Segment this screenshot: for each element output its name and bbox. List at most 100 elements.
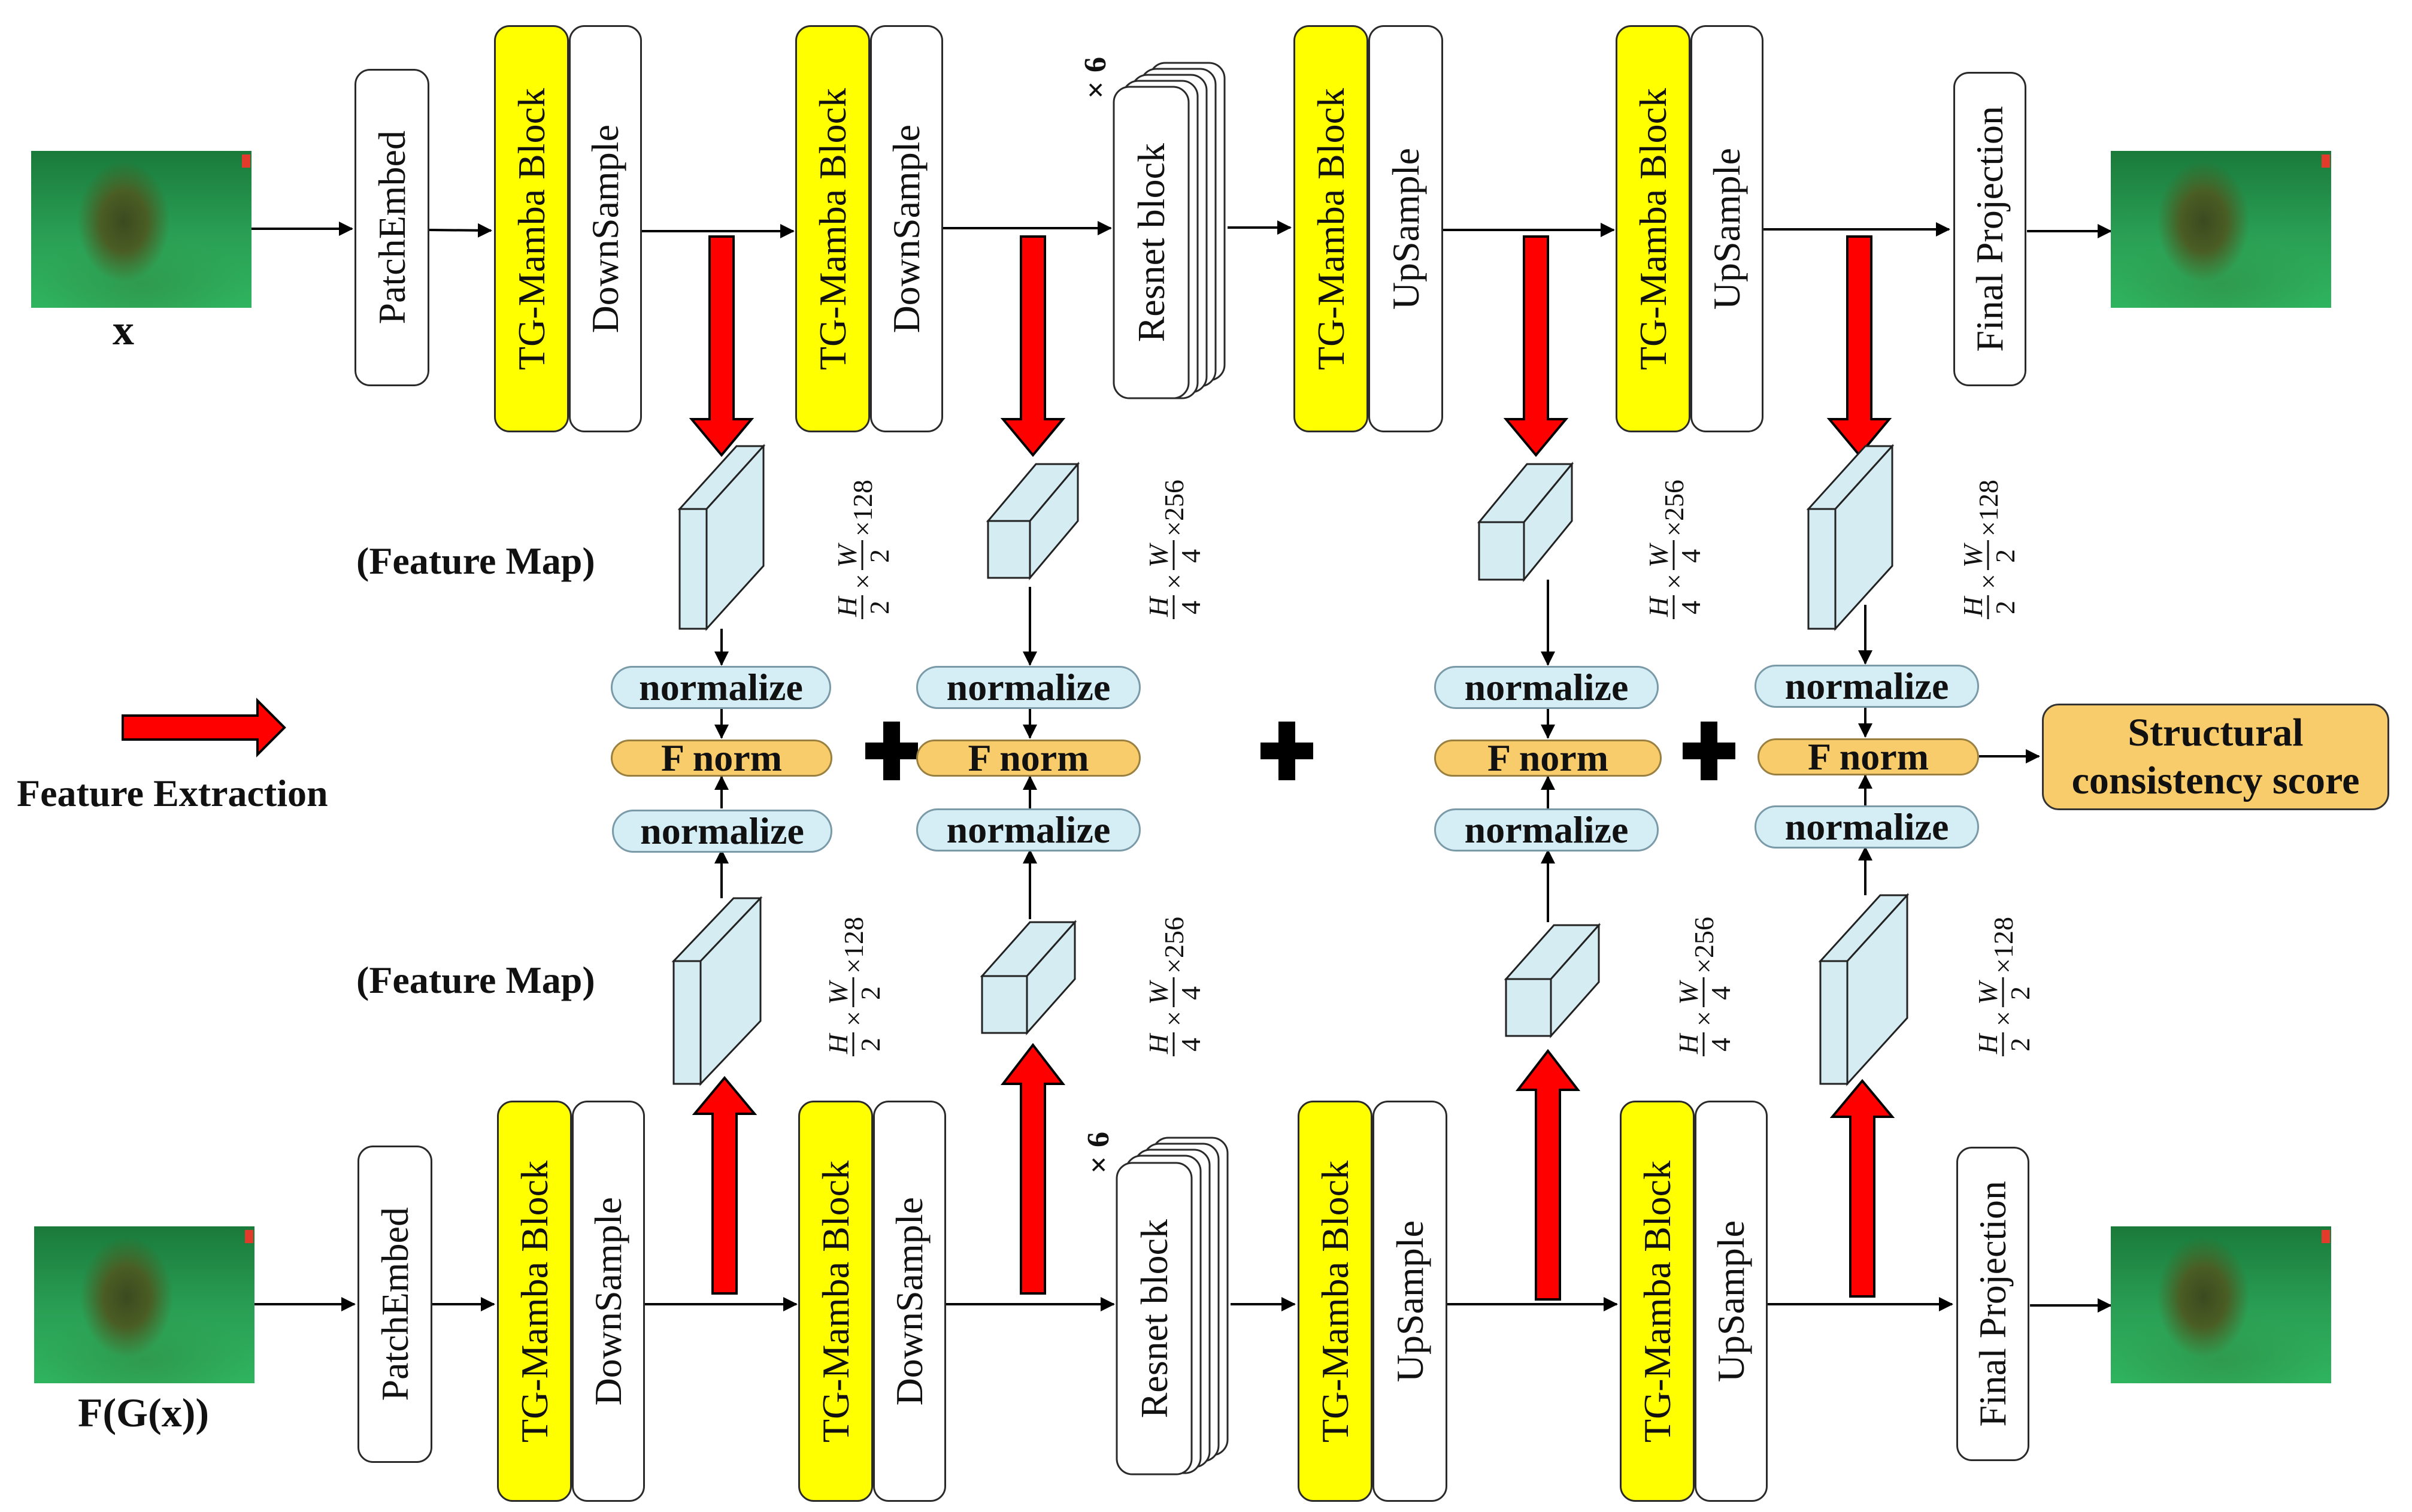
svg-text:H: H — [1143, 595, 1174, 617]
red-down-arrow — [1503, 235, 1569, 457]
input-image-top — [31, 151, 251, 308]
dim-label-half: H 2 × W 2 ×128 — [1958, 480, 2020, 619]
feature-cube — [1504, 923, 1601, 1038]
bottom-flow-lines — [254, 1297, 2112, 1313]
svg-text:H: H — [1958, 595, 1988, 617]
final-projection-block-top: Final Projection — [1953, 72, 2026, 386]
svg-text:4: 4 — [1705, 986, 1736, 1000]
svg-text:4: 4 — [1705, 1038, 1736, 1052]
red-up-arrow — [1000, 1043, 1066, 1295]
svg-text:2: 2 — [1990, 601, 2020, 614]
downsample-block-bottom-2: DownSample — [873, 1101, 946, 1502]
fnorm-pill-4: F norm — [1758, 735, 1979, 778]
dim-label-half: H 2 × W 2 ×128 — [823, 917, 886, 1056]
feature-cube — [671, 896, 763, 1086]
final-projection-block-bottom: Final Projection — [1956, 1147, 2029, 1461]
feature-cube — [1477, 461, 1574, 583]
svg-text:×: × — [838, 1011, 869, 1026]
feature-cube — [1818, 893, 1910, 1086]
normalize-pill-bottom-3: normalize — [1434, 808, 1659, 852]
svg-text:2: 2 — [855, 1038, 886, 1052]
svg-text:W: W — [1673, 980, 1704, 1005]
upsample-block-top-2: UpSample — [1690, 25, 1763, 432]
svg-text:2: 2 — [2005, 986, 2035, 1000]
svg-text:4: 4 — [1675, 549, 1706, 563]
normalize-pill-top-4: normalize — [1755, 665, 1979, 708]
svg-text:×128: ×128 — [847, 480, 878, 537]
svg-text:×256: ×256 — [1159, 480, 1189, 537]
svg-text:W: W — [823, 980, 853, 1005]
svg-text:W: W — [1143, 980, 1174, 1005]
score-line-2: consistency score — [2071, 759, 2360, 802]
red-down-arrow — [1000, 235, 1066, 457]
fnorm-pill-1: F norm — [611, 737, 832, 779]
resnet-card — [1116, 1162, 1193, 1475]
red-up-arrow — [1829, 1078, 1895, 1298]
svg-text:4: 4 — [1175, 601, 1206, 614]
input-label-top: x — [113, 306, 134, 354]
dim-label-quarter: H 4 × W 4 ×256 — [1143, 917, 1206, 1056]
feature-cube — [677, 444, 766, 631]
vertical-connectors — [714, 580, 2040, 922]
svg-text:×128: ×128 — [1988, 917, 2019, 974]
output-image-top — [2111, 151, 2331, 308]
svg-text:W: W — [1143, 543, 1174, 568]
svg-text:2: 2 — [855, 986, 886, 1000]
flow-line — [429, 223, 492, 238]
normalize-pill-bottom-1: normalize — [612, 810, 832, 853]
svg-text:H: H — [1673, 1032, 1704, 1055]
dim-label-quarter: H 4 × W 4 ×256 — [1673, 917, 1736, 1056]
feature-map-label-top: (Feature Map) — [356, 540, 595, 582]
svg-text:×256: ×256 — [1159, 917, 1189, 974]
svg-text:W: W — [1643, 543, 1674, 568]
red-down-arrow — [689, 235, 754, 457]
red-up-arrow — [692, 1075, 757, 1295]
upsample-block-bottom-1: UpSample — [1372, 1101, 1447, 1502]
legend-red-arrow — [122, 698, 286, 757]
patch-embed-block-top: PatchEmbed — [354, 69, 429, 386]
svg-text:2: 2 — [864, 549, 895, 563]
svg-text:×: × — [1973, 574, 2004, 589]
svg-text:×: × — [847, 574, 878, 589]
plus-icon — [1260, 722, 1313, 780]
plus-icon — [1683, 722, 1735, 780]
svg-text:H: H — [1143, 1032, 1174, 1055]
svg-text:4: 4 — [1175, 549, 1206, 563]
feature-cube — [1806, 444, 1895, 631]
upsample-block-bottom-2: UpSample — [1695, 1101, 1768, 1502]
svg-text:H: H — [1972, 1032, 2003, 1055]
red-down-arrow — [1826, 235, 1892, 457]
tg-mamba-block-top-2: TG-Mamba Block — [795, 25, 870, 432]
normalize-pill-top-3: normalize — [1434, 666, 1659, 709]
tg-mamba-block-bottom-2: TG-Mamba Block — [798, 1101, 873, 1502]
downsample-block-bottom-1: DownSample — [572, 1101, 645, 1502]
normalize-pill-top-1: normalize — [611, 666, 831, 709]
feature-extraction-arrows-bottom — [692, 1043, 1895, 1301]
svg-text:×256: ×256 — [1689, 917, 1719, 974]
svg-text:×128: ×128 — [1973, 480, 2004, 537]
dim-label-quarter: H 4 × W 4 ×256 — [1143, 480, 1206, 619]
feature-extraction-arrows-top — [689, 235, 1892, 457]
structural-consistency-score-box: Structural consistency score — [2042, 704, 2389, 810]
red-up-arrow — [1515, 1049, 1581, 1301]
dim-label-half: H 2 × W 2 ×128 — [832, 480, 895, 619]
normalize-pill-bottom-4: normalize — [1755, 805, 1979, 849]
svg-text:2: 2 — [1990, 549, 2020, 563]
score-line-1: Structural — [2128, 711, 2304, 755]
svg-text:W: W — [1958, 543, 1988, 568]
svg-text:2: 2 — [2005, 1038, 2035, 1052]
tg-mamba-block-bottom-3: TG-Mamba Block — [1298, 1101, 1372, 1502]
input-image-bottom — [34, 1226, 254, 1383]
plus-icon — [865, 722, 918, 780]
tg-mamba-block-top-3: TG-Mamba Block — [1293, 25, 1368, 432]
resnet-stack-top — [1113, 62, 1226, 399]
svg-text:×: × — [1689, 1011, 1719, 1026]
dim-label-quarter: H 4 × W 4 ×256 — [1643, 480, 1706, 619]
svg-text:W: W — [832, 543, 862, 568]
feature-cube — [980, 920, 1077, 1035]
legend-feature-extraction-label: Feature Extraction — [17, 772, 328, 814]
fnorm-pill-3: F norm — [1434, 737, 1662, 779]
svg-text:4: 4 — [1175, 1038, 1206, 1052]
svg-text:4: 4 — [1675, 601, 1706, 614]
